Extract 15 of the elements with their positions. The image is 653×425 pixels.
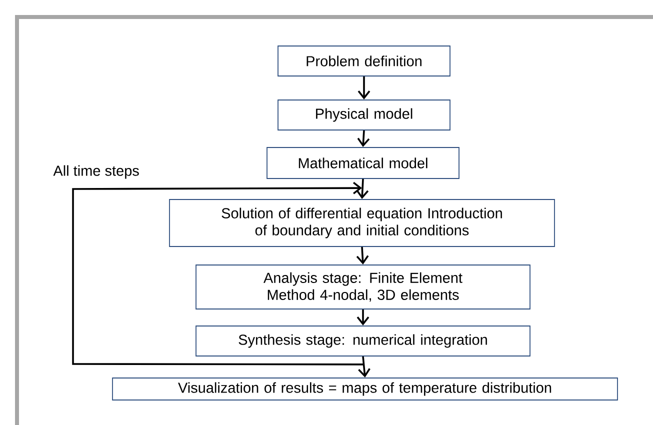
- edge-label: All time steps: [53, 165, 139, 179]
- arrow: [358, 76, 370, 100]
- process-box: Mathematical model: [266, 147, 460, 179]
- process-box: Problem definition: [278, 46, 450, 76]
- arrow: [356, 309, 370, 326]
- arrow: [356, 246, 369, 265]
- arrow: [358, 356, 370, 378]
- process-box: Analysis stage: Finite Element Method 4-nodal, 3D elements: [196, 264, 530, 310]
- process-box: Physical model: [278, 100, 450, 130]
- process-box: Solution of differential equation Introduction of boundary and initial conditions: [169, 199, 555, 247]
- loop-arrow: [72, 182, 363, 366]
- process-box: Visualization of results = maps of temperature distribution: [112, 378, 618, 400]
- arrow: [357, 130, 370, 148]
- process-box: Synthesis stage: numerical integration: [196, 326, 530, 356]
- arrow: [356, 178, 369, 200]
